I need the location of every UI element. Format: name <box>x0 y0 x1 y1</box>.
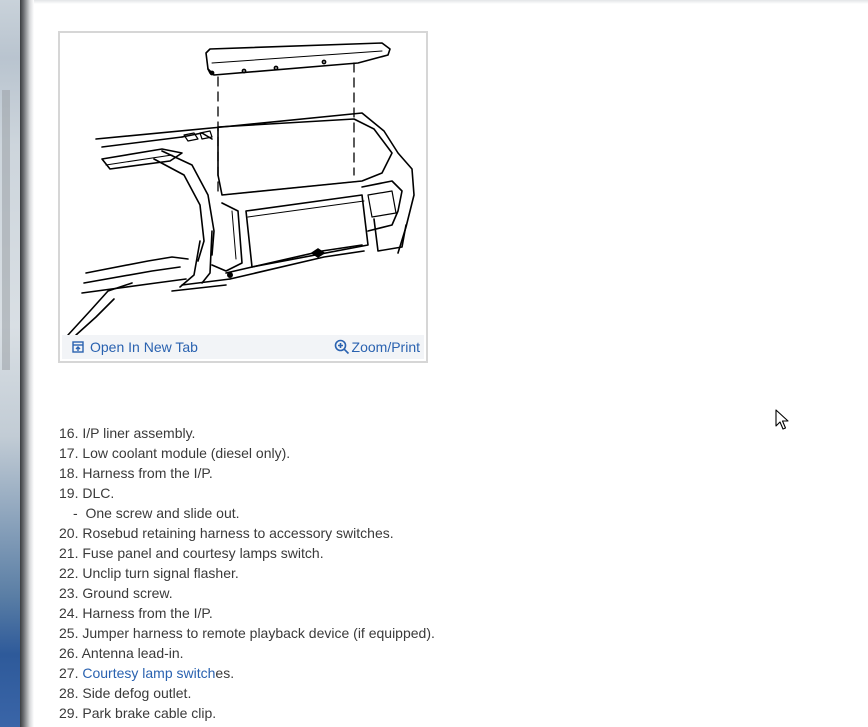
list-item: 21. Fuse panel and courtesy lamps switch… <box>59 545 324 561</box>
figure-card: Open In New Tab Zoom/Print <box>58 31 428 363</box>
zoom-in-icon <box>334 339 349 355</box>
list-item: 27. Courtesy lamp switches. <box>59 665 235 681</box>
list-item: 28. Side defog outlet. <box>59 685 192 701</box>
list-item: 20. Rosebud retaining harness to accesso… <box>59 525 394 541</box>
instrument-panel-diagram <box>67 42 415 336</box>
open-in-new-tab-label: Open In New Tab <box>90 339 198 355</box>
list-item: 18. Harness from the I/P. <box>59 465 213 481</box>
figure-toolbar: Open In New Tab Zoom/Print <box>62 335 424 359</box>
list-item: 24. Harness from the I/P. <box>59 605 213 621</box>
open-new-tab-icon <box>72 341 84 353</box>
list-item: 29. Park brake cable clip. <box>59 705 217 721</box>
background-window-edge <box>0 0 20 727</box>
window-shadow <box>20 0 34 727</box>
top-edge <box>34 0 868 4</box>
courtesy-lamp-switch-link[interactable]: Courtesy lamp switch <box>82 665 216 681</box>
list-item: 16. I/P liner assembly. <box>59 425 196 441</box>
list-item: 19. DLC. <box>59 485 115 501</box>
list-item: 17. Low coolant module (diesel only). <box>59 445 291 461</box>
list-item: 22. Unclip turn signal flasher. <box>59 565 239 581</box>
procedure-steps-list: 16. I/P liner assembly. 17. Low coolant … <box>59 423 839 723</box>
list-item: 23. Ground screw. <box>59 585 173 601</box>
zoom-print-link[interactable]: Zoom/Print <box>334 339 420 355</box>
zoom-print-label: Zoom/Print <box>351 339 420 355</box>
list-sub-item: - One screw and slide out. <box>73 505 240 521</box>
open-in-new-tab-link[interactable]: Open In New Tab <box>72 339 198 355</box>
mouse-cursor-icon <box>775 409 789 430</box>
list-item: 26. Antenna lead-in. <box>59 645 184 661</box>
list-item: 25. Jumper harness to remote playback de… <box>59 625 435 641</box>
